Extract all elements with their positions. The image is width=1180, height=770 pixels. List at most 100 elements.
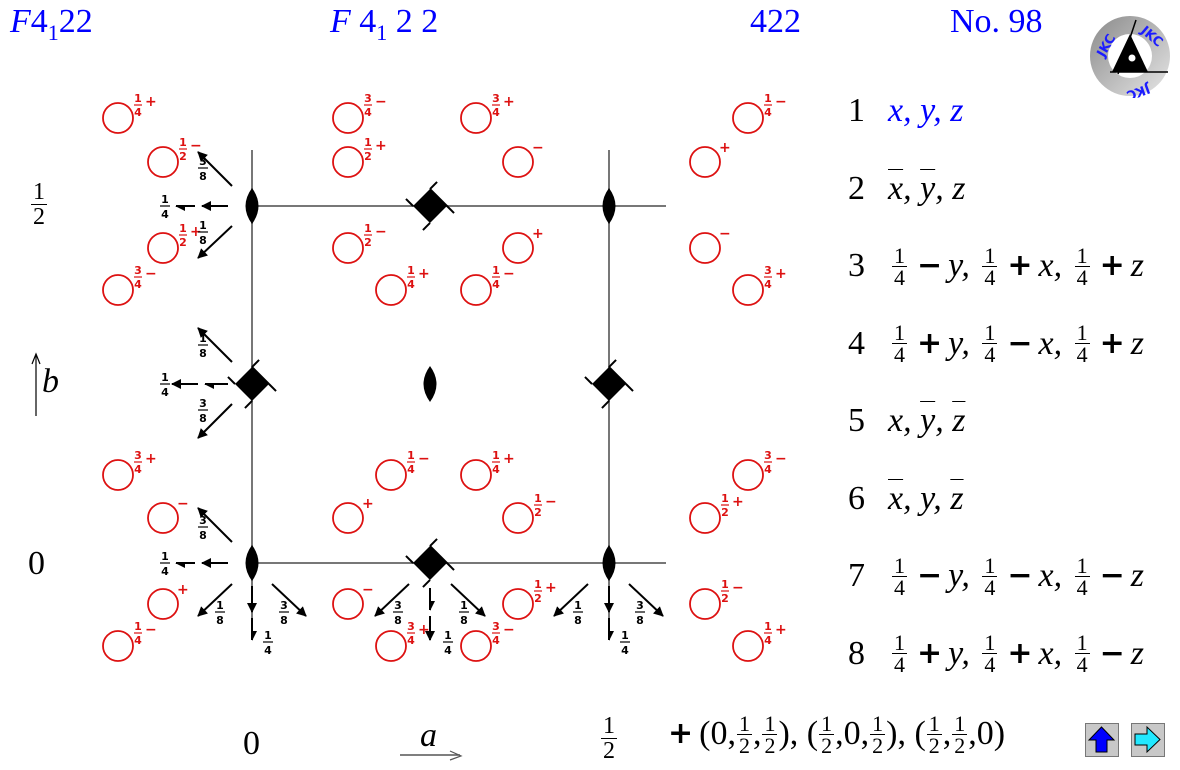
atom-position: 14+ xyxy=(732,620,787,662)
atom-position: 34+ xyxy=(460,92,515,134)
operation-number: 2 xyxy=(848,169,865,207)
operation-number: 4 xyxy=(848,324,865,362)
lattice-letter: F xyxy=(10,3,31,40)
svg-text:+: + xyxy=(532,226,544,242)
twofold-axis-icon xyxy=(245,545,259,581)
svg-text:4: 4 xyxy=(161,386,169,399)
screw-arrow xyxy=(197,583,233,617)
svg-text:3: 3 xyxy=(199,397,207,410)
atom-position: 12− xyxy=(502,492,557,534)
screw-arrow xyxy=(374,583,410,617)
atom-position: + xyxy=(689,140,731,178)
svg-text:3: 3 xyxy=(134,449,142,462)
point-group: 422 xyxy=(750,3,801,40)
svg-text:1: 1 xyxy=(534,492,542,505)
svg-text:3: 3 xyxy=(492,620,500,633)
svg-text:−: − xyxy=(503,622,515,638)
height-fraction: 38 xyxy=(279,599,289,627)
screw-order: 4 xyxy=(359,3,377,40)
svg-text:4: 4 xyxy=(134,278,142,291)
atom-position: 12+ xyxy=(147,222,202,264)
svg-text:−: − xyxy=(375,224,387,240)
svg-text:+: + xyxy=(145,94,157,110)
svg-text:+: + xyxy=(190,224,202,240)
atom-position: + xyxy=(502,226,544,264)
svg-text:3: 3 xyxy=(407,620,415,633)
svg-text:8: 8 xyxy=(199,412,207,425)
twofold-axis-icon xyxy=(245,188,259,224)
svg-text:2: 2 xyxy=(721,592,729,605)
atom-position: 14− xyxy=(460,264,515,306)
svg-text:1: 1 xyxy=(764,620,772,633)
height-fraction: 38 xyxy=(198,155,208,183)
operation-number: 5 xyxy=(848,402,865,439)
atom-position: 12+ xyxy=(502,578,557,620)
nav-up-button[interactable] xyxy=(1085,723,1119,757)
svg-text:8: 8 xyxy=(636,614,644,627)
atom-position: 14+ xyxy=(375,264,430,306)
svg-text:+: + xyxy=(719,140,731,156)
height-fraction: 14 xyxy=(160,371,170,399)
jkc-logo-icon[interactable]: JKC JKC JKC xyxy=(1088,14,1172,98)
operation-expression: x, y, z xyxy=(888,402,966,439)
nav-next-button[interactable] xyxy=(1131,723,1165,757)
b-axis-arrow-icon xyxy=(31,352,41,416)
a-axis-arrow-icon xyxy=(400,750,463,761)
twofold-axis-icon xyxy=(423,366,437,402)
height-fraction: 18 xyxy=(215,599,225,627)
svg-text:4: 4 xyxy=(407,634,415,647)
screw-order: 4 xyxy=(30,3,48,40)
screw-arrow xyxy=(271,583,307,617)
svg-text:+: + xyxy=(503,451,515,467)
svg-text:1: 1 xyxy=(534,578,542,591)
symbol-rest: 22 xyxy=(58,3,93,40)
svg-text:+: + xyxy=(418,622,430,638)
svg-text:1: 1 xyxy=(364,136,372,149)
svg-text:+: + xyxy=(545,580,557,596)
svg-text:3: 3 xyxy=(199,155,207,168)
svg-text:1: 1 xyxy=(179,222,187,235)
atom-position: 12− xyxy=(147,136,202,178)
svg-text:1: 1 xyxy=(161,550,169,563)
svg-text:4: 4 xyxy=(407,463,415,476)
atom-position: 12− xyxy=(332,222,387,264)
svg-text:1: 1 xyxy=(492,449,500,462)
operation-number: 8 xyxy=(848,634,865,672)
svg-text:−: − xyxy=(418,451,430,467)
svg-text:2: 2 xyxy=(534,506,542,519)
svg-text:3: 3 xyxy=(134,264,142,277)
svg-text:+: + xyxy=(375,138,387,154)
svg-text:8: 8 xyxy=(280,614,288,627)
svg-text:−: − xyxy=(545,494,557,510)
operation-expression: x, y, z xyxy=(888,479,964,517)
screw-arrow xyxy=(628,583,664,617)
svg-text:4: 4 xyxy=(621,644,629,657)
atom-position: − xyxy=(689,226,731,264)
atom-position: 34+ xyxy=(102,449,157,491)
screw-arrow xyxy=(553,583,589,617)
svg-text:1: 1 xyxy=(407,449,415,462)
svg-text:3: 3 xyxy=(394,599,402,612)
svg-text:1: 1 xyxy=(364,222,372,235)
height-fraction: 18 xyxy=(198,219,208,247)
twofold-axis-icon xyxy=(602,188,616,224)
svg-text:4: 4 xyxy=(161,565,169,578)
height-fraction: 14 xyxy=(160,550,170,578)
svg-text:4: 4 xyxy=(161,208,169,221)
svg-text:4: 4 xyxy=(492,463,500,476)
svg-text:1: 1 xyxy=(492,264,500,277)
screw-arrow xyxy=(197,507,233,543)
svg-text:2: 2 xyxy=(364,236,372,249)
atom-position: 12− xyxy=(689,578,744,620)
svg-text:8: 8 xyxy=(199,234,207,247)
operation-number: 7 xyxy=(848,557,865,594)
